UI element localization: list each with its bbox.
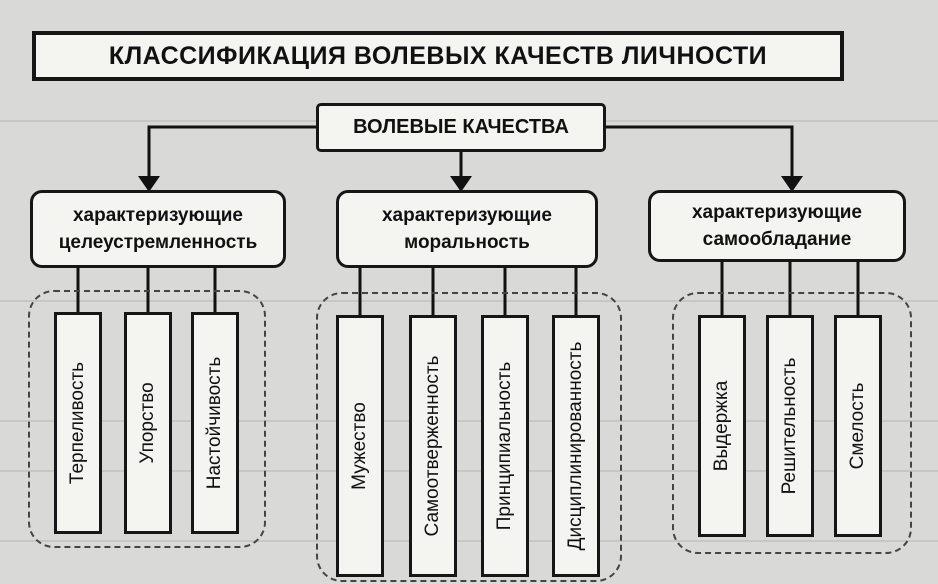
leaf-patience: Терпеливость	[54, 312, 102, 534]
leaf-persistence: Упорство	[124, 312, 172, 534]
leaf-discipline: Дисциплинированность	[552, 315, 600, 577]
leaf-label: Мужество	[349, 402, 370, 490]
category-line1: характеризующие	[381, 205, 553, 226]
arrow-left	[147, 125, 316, 180]
leaf-endurance: Выдержка	[698, 315, 746, 537]
group-purposefulness	[28, 290, 266, 548]
category-morality: характеризующие моральность	[336, 190, 598, 268]
category-self-control: характеризующие самообладание	[648, 190, 906, 262]
leaf-label: Настойчивость	[204, 356, 225, 490]
leaf-selflessness: Самоотверженность	[409, 315, 457, 577]
leaf-label: Смелость	[847, 382, 868, 470]
group-self-control	[672, 292, 912, 554]
leaf-courage: Мужество	[336, 315, 384, 577]
leaf-label: Выдержка	[711, 380, 732, 472]
root-node: ВОЛЕВЫЕ КАЧЕСТВА	[316, 103, 606, 152]
category-line1: характеризующие	[72, 205, 244, 226]
category-purposefulness: характеризующие целеустремленность	[30, 190, 286, 268]
leaf-label: Самоотверженность	[422, 355, 443, 537]
leaf-perseverance: Настойчивость	[191, 312, 239, 534]
leaf-label: Дисциплинированность	[565, 341, 586, 551]
leaf-label: Решительность	[779, 357, 800, 495]
leaf-boldness: Смелость	[834, 315, 882, 537]
leaf-label: Принципиальность	[494, 361, 515, 531]
diagram-title: КЛАССИФИКАЦИЯ ВОЛЕВЫХ КАЧЕСТВ ЛИЧНОСТИ	[32, 31, 844, 81]
group-morality	[316, 292, 622, 582]
leaf-decisiveness: Решительность	[766, 315, 814, 537]
category-line2: самообладание	[702, 229, 852, 250]
category-line2: целеустремленность	[58, 232, 258, 253]
leaf-principledness: Принципиальность	[481, 315, 529, 577]
leaf-label: Терпеливость	[67, 361, 88, 485]
leaf-label: Упорство	[137, 382, 158, 464]
category-line1: характеризующие	[691, 202, 863, 223]
category-line2: моральность	[404, 232, 530, 253]
arrow-right	[606, 125, 794, 180]
